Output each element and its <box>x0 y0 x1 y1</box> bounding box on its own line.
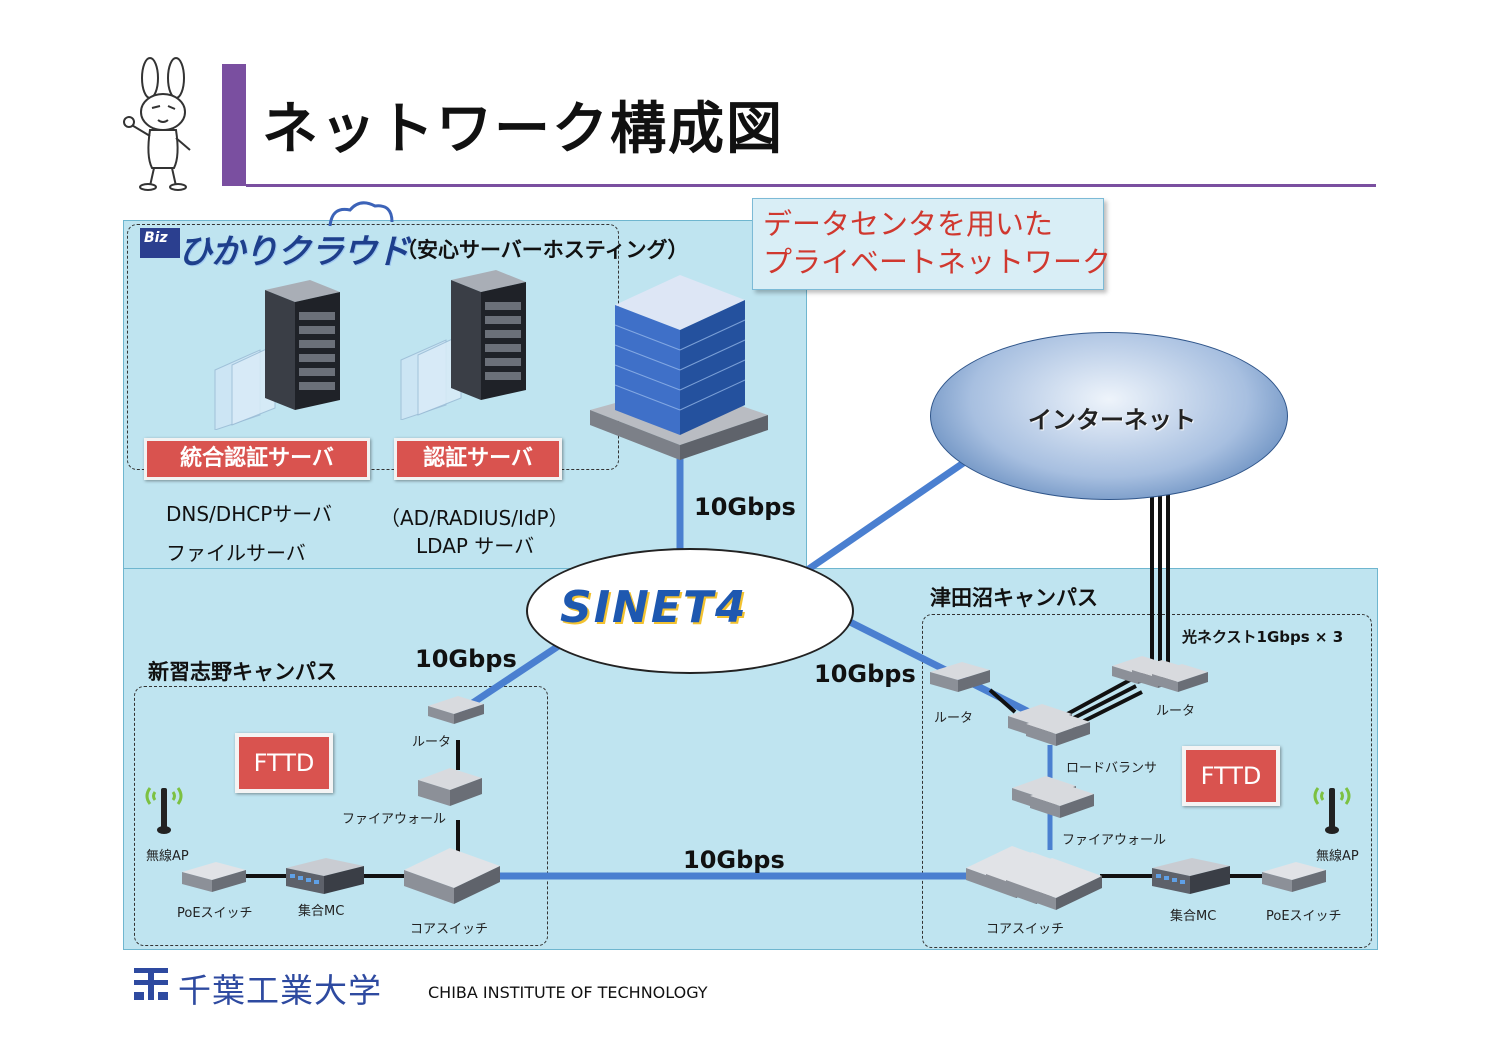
shinnarashino-mc-icon <box>286 858 364 896</box>
shinnarashino-mc-label: 集合MC <box>298 904 345 919</box>
shinnarashino-fttd-label: FTTD <box>235 733 333 793</box>
private-network-callout: データセンタを用いた プライベートネットワーク <box>752 198 1112 290</box>
mascot-rabbit-icon <box>120 56 210 192</box>
tsudanuma-mc-icon <box>1152 858 1230 896</box>
sinet-tsudanuma-speed: 10Gbps <box>814 660 916 688</box>
tsudanuma-core-switch-icon <box>966 846 1106 912</box>
tsudanuma-hikari-routers-icon <box>1112 654 1212 698</box>
shinnarashino-router-icon <box>428 696 484 726</box>
sinet4-logo: SINET4 <box>560 582 748 633</box>
internet-cloud-icon <box>930 332 1288 500</box>
datacenter-building-icon <box>590 270 770 470</box>
ad-radius-idp-text: （AD/RADIUS/IdP） <box>380 506 569 530</box>
file-server-text: ファイルサーバ <box>166 541 306 565</box>
callout-line-1: データセンタを用いた <box>763 207 1054 241</box>
callout-line-2: プライベートネットワーク <box>763 245 1112 279</box>
title-underline <box>246 184 1376 187</box>
tsudanuma-poe-switch-icon <box>1262 862 1326 892</box>
shinnarashino-core-switch-label: コアスイッチ <box>410 922 489 937</box>
tsudanuma-load-balancer-icon <box>1008 704 1092 750</box>
dc-sinet-speed: 10Gbps <box>694 493 796 521</box>
shinnarashino-firewall-icon <box>418 768 482 808</box>
shinnarashino-wireless-ap-icon <box>142 774 186 840</box>
integrated-auth-server-icon <box>210 280 350 431</box>
sinet-shinnarashino-speed: 10Gbps <box>415 645 517 673</box>
biz-logo-text: Biz <box>144 230 168 246</box>
dns-dhcp-server-text: DNS/DHCPサーバ <box>166 502 333 526</box>
campus-link-speed: 10Gbps <box>683 846 785 874</box>
university-name-jp: 千葉工業大学 <box>178 971 382 1010</box>
tsudanuma-firewall-label: ファイアウォール <box>1062 833 1167 848</box>
tsudanuma-load-balancer-label: ロードバランサ <box>1066 761 1158 776</box>
internet-label: インターネット <box>1028 406 1196 434</box>
tsudanuma-router-label: ルータ <box>934 711 974 726</box>
tsudanuma-hikari-router-label: ルータ <box>1156 704 1196 719</box>
tsudanuma-wireless-ap-icon <box>1310 774 1354 840</box>
tsudanuma-router-icon <box>930 662 990 694</box>
title-accent-bar <box>222 64 246 186</box>
shinnarashino-campus-name: 新習志野キャンパス <box>148 660 337 684</box>
hikari-cloud-logo-text: ひかりクラウド <box>178 232 410 272</box>
auth-server-label: 認証サーバ <box>394 438 562 480</box>
shinnarashino-wireless-ap-label: 無線AP <box>146 849 189 864</box>
tsudanuma-wireless-ap-label: 無線AP <box>1316 849 1359 864</box>
hikari-next-label: 光ネクスト1Gbps × 3 <box>1182 628 1344 646</box>
tsudanuma-firewall-icon <box>1012 776 1096 822</box>
ldap-server-text: LDAP サーバ <box>416 534 535 558</box>
tsudanuma-campus-name: 津田沼キャンパス <box>930 586 1098 610</box>
hosting-subtitle: （安心サーバーホスティング） <box>396 238 689 262</box>
cit-logo-icon <box>132 966 170 1002</box>
shinnarashino-poe-switch-icon <box>182 862 246 892</box>
shinnarashino-core-switch-icon <box>404 848 500 904</box>
tsudanuma-mc-label: 集合MC <box>1170 909 1217 924</box>
shinnarashino-campus-group <box>134 686 548 946</box>
tsudanuma-core-switch-label: コアスイッチ <box>986 922 1065 937</box>
shinnarashino-poe-switch-label: PoEスイッチ <box>177 906 253 921</box>
sinet4-node <box>526 548 854 674</box>
biz-hikari-cloud-logo <box>140 196 400 268</box>
auth-server-icon <box>396 270 536 421</box>
tsudanuma-campus-group <box>922 614 1372 948</box>
shinnarashino-router-label: ルータ <box>412 735 452 750</box>
university-name-en: CHIBA INSTITUTE OF TECHNOLOGY <box>428 983 708 1002</box>
integrated-auth-server-label: 統合認証サーバ <box>144 438 370 480</box>
tsudanuma-fttd-label: FTTD <box>1182 746 1280 806</box>
shinnarashino-firewall-label: ファイアウォール <box>342 812 447 827</box>
tsudanuma-poe-switch-label: PoEスイッチ <box>1266 909 1342 924</box>
page-title: ネットワーク構成図 <box>262 97 784 162</box>
